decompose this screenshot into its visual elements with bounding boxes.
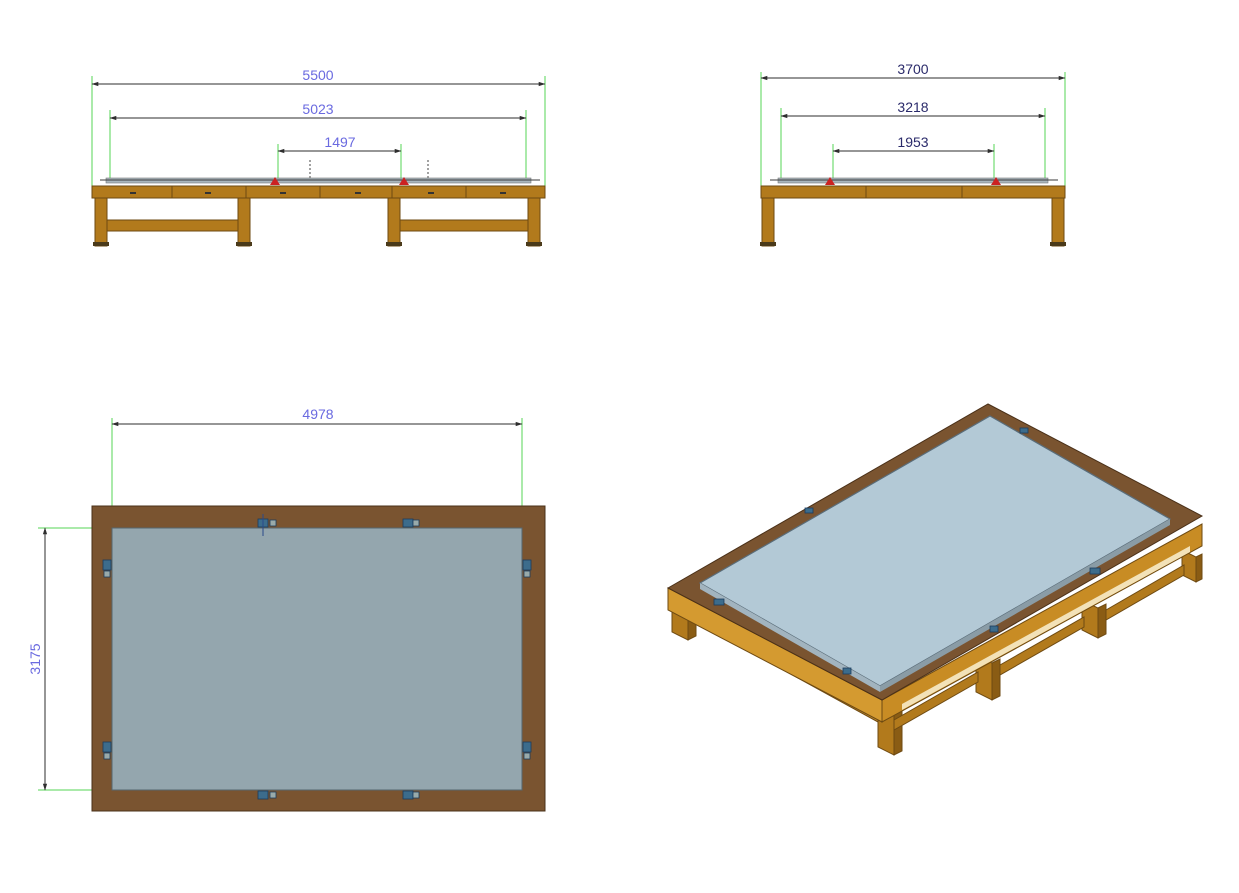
side-dim-overall: 3700 — [897, 61, 928, 77]
front-dimension-lines — [91, 81, 546, 154]
front-dim-overall: 5500 — [302, 67, 333, 83]
iso-view — [666, 403, 1204, 756]
top-dim-width: 4978 — [302, 406, 333, 422]
front-center-marks — [309, 160, 429, 180]
side-dimension-lines — [760, 75, 1066, 154]
front-view: 5500 5023 1497 — [91, 67, 546, 247]
front-dim-center: 1497 — [324, 134, 355, 150]
side-dim-center: 1953 — [897, 134, 928, 150]
front-top-beam — [91, 185, 546, 199]
side-extension-lines — [760, 72, 1066, 186]
front-dim-inner: 5023 — [302, 101, 333, 117]
top-dim-height: 3175 — [27, 643, 43, 674]
side-dim-inner: 3218 — [897, 99, 928, 115]
front-extension-lines — [91, 76, 546, 186]
side-marker-left — [825, 177, 835, 185]
front-legs — [94, 197, 541, 247]
side-top-beam — [760, 185, 1066, 199]
side-legs — [761, 197, 1065, 247]
side-view: 3700 3218 1953 — [760, 61, 1066, 247]
side-marker-right — [991, 177, 1001, 185]
front-marker-left — [270, 177, 280, 185]
top-plate — [111, 527, 523, 791]
top-dimension-lines — [42, 421, 523, 791]
iso-clamps — [713, 427, 1101, 675]
top-view: 4978 3175 — [27, 406, 546, 812]
front-marker-right — [399, 177, 409, 185]
top-clamps — [102, 518, 532, 800]
